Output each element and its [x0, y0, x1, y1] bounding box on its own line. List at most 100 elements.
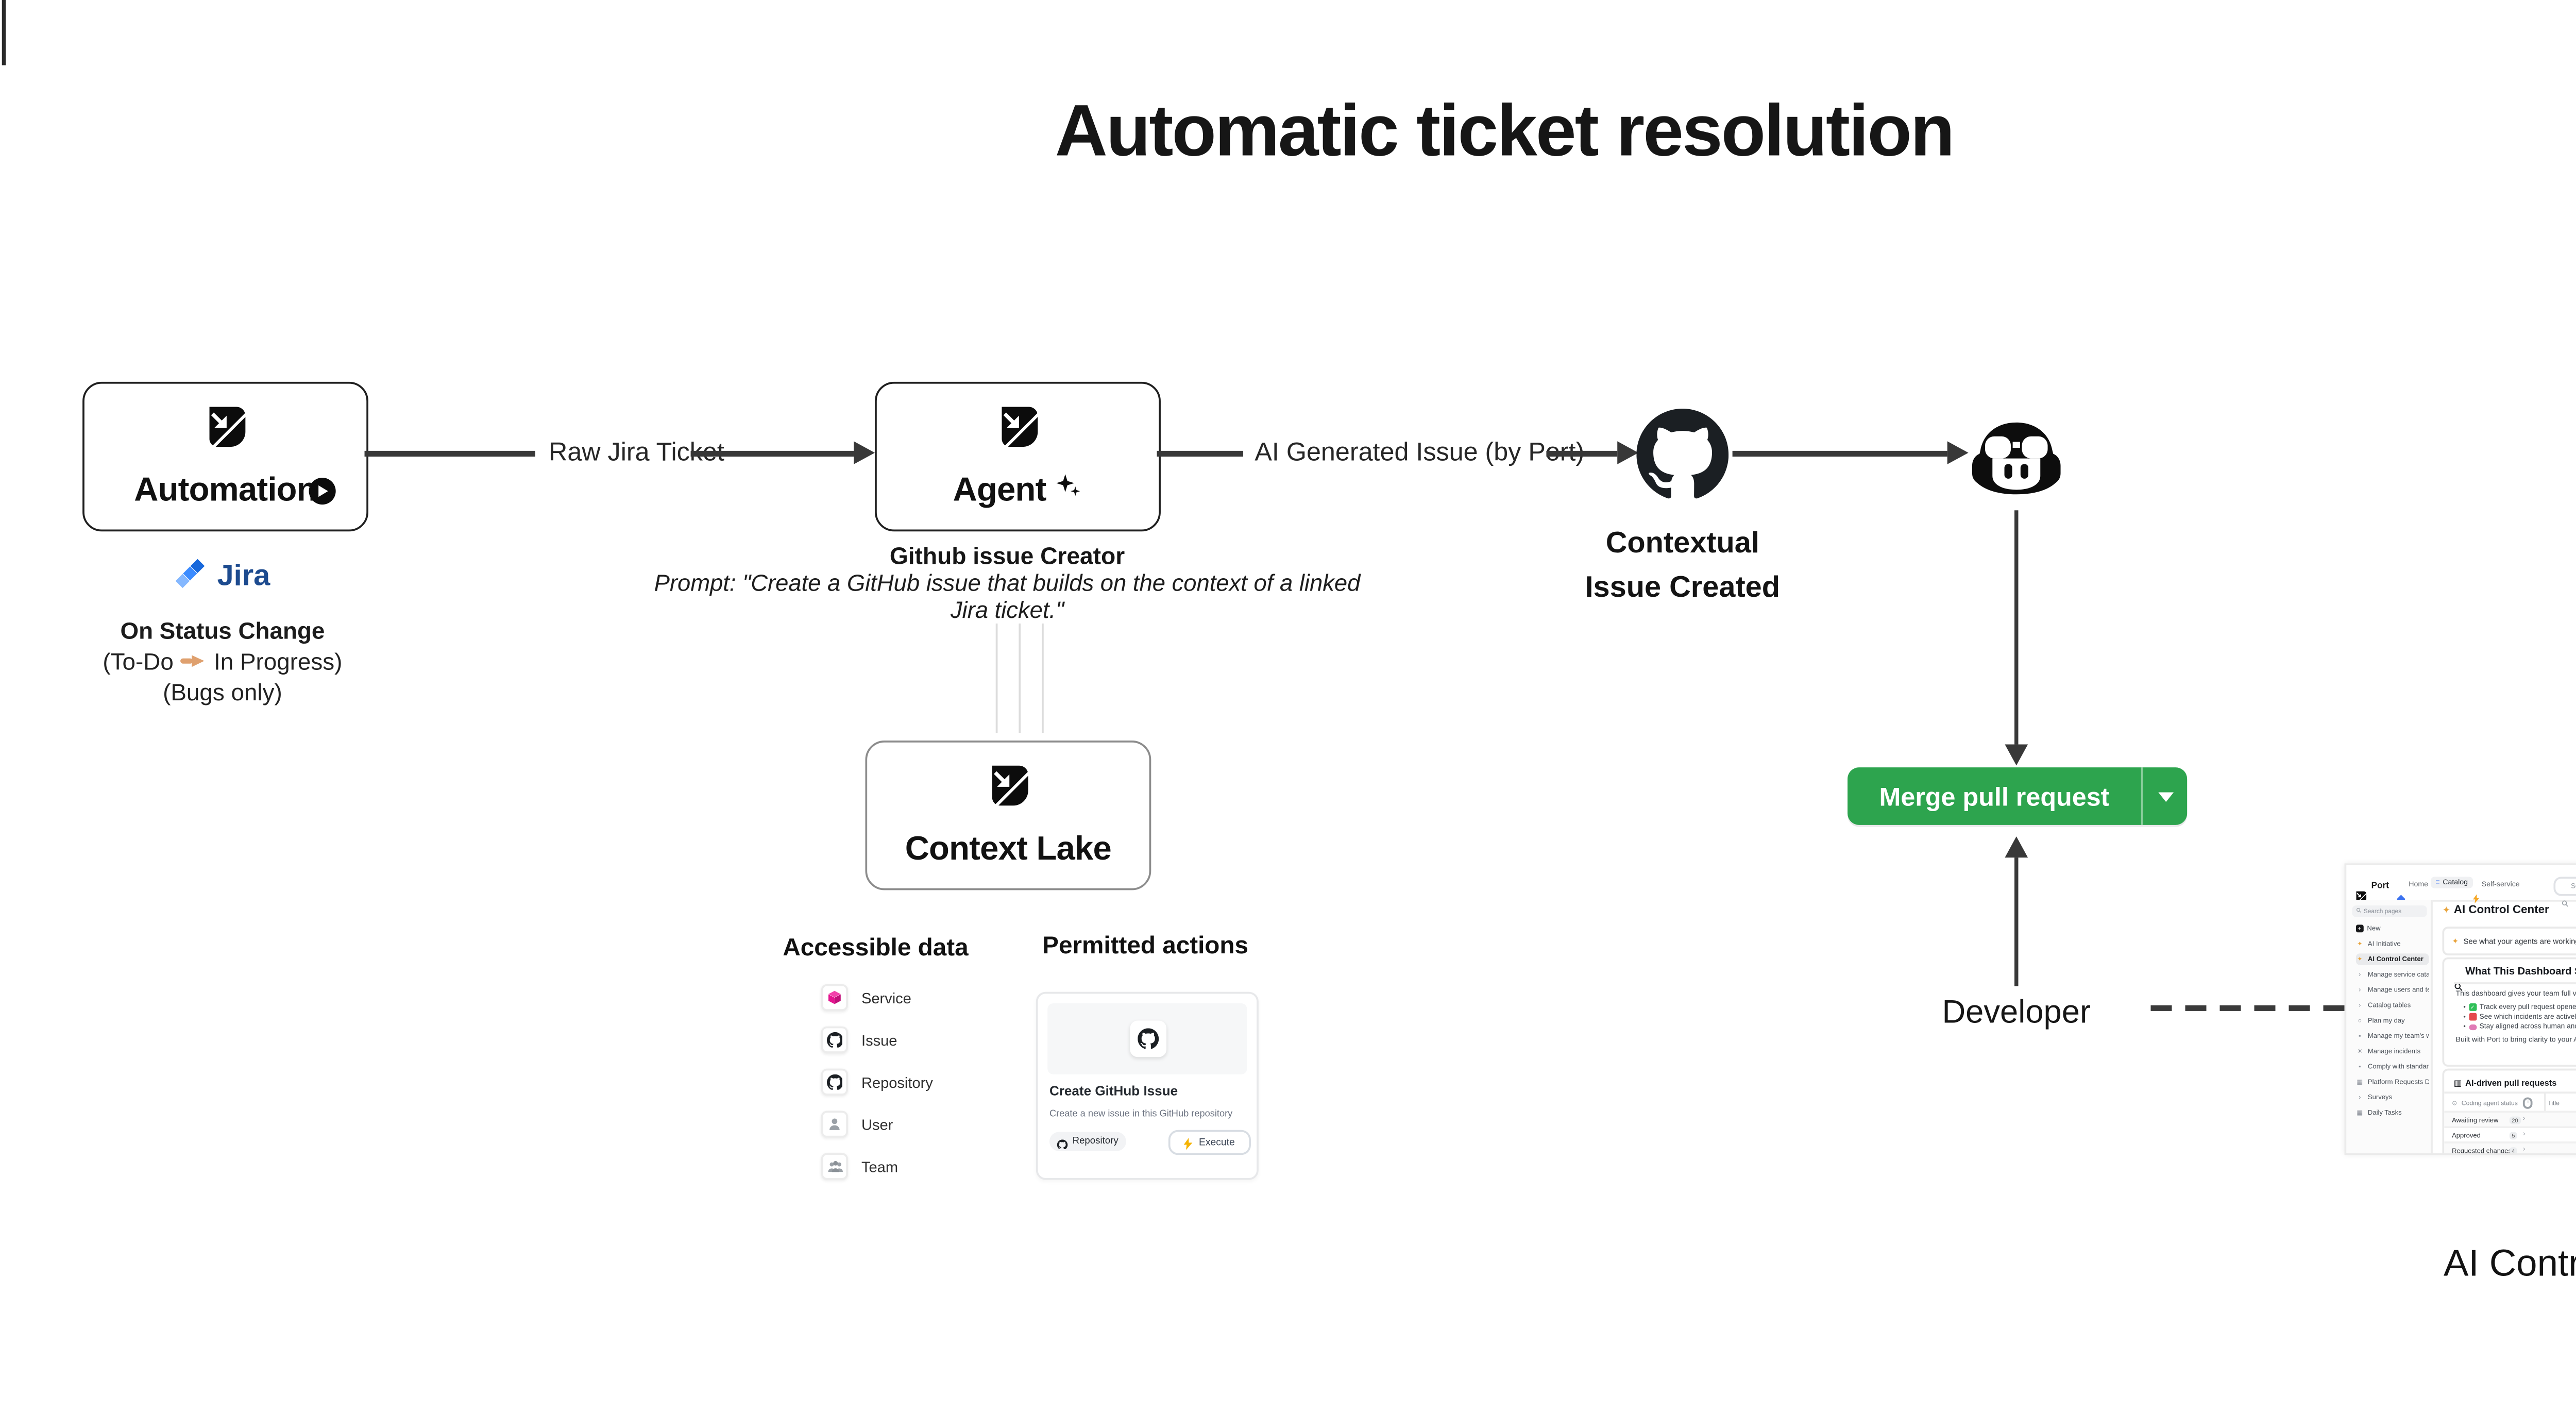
count-badge: 5	[2509, 1131, 2517, 1140]
agent-name: Github issue Creator	[889, 543, 1125, 570]
sidebar-item-ai-control-center: ✦AI Control Center	[2355, 952, 2429, 964]
arrowhead	[2004, 744, 2027, 766]
chevron-right-icon: ›	[2359, 1092, 2361, 1101]
edge-copilot-merge-line	[2013, 510, 2019, 745]
sparkle-icon: ✦	[2452, 935, 2459, 946]
jira-wordmark: Jira	[217, 560, 270, 593]
github-icon	[1057, 1124, 1068, 1159]
chevron-right-icon: ›	[2522, 1115, 2526, 1123]
info-icon: i	[2522, 1098, 2533, 1108]
dashboard-info-card: What This Dashboard Shows This dashboard…	[2442, 956, 2576, 1066]
col-title: Title	[2548, 1098, 2560, 1106]
bullet-2: • See which incidents are actively being…	[2463, 1013, 2576, 1021]
grid-icon: ▦	[2357, 1107, 2363, 1116]
page-title: Automatic ticket resolution	[1055, 92, 1955, 173]
port-logo-icon	[984, 762, 1032, 819]
sidebar-item-daily-tasks: ▦Daily Tasks	[2357, 1107, 2402, 1116]
agents-banner-card: ✦ See what your agents are working on	[2442, 927, 2576, 955]
node-context-lake: Context Lake	[865, 741, 1151, 890]
thumb-sidebar: Search pages +New ✦AI Initiative ✦AI Con…	[2346, 900, 2433, 1153]
accessible-data-heading: Accessible data	[783, 932, 969, 962]
sparkle-icon: ✦	[2357, 940, 2363, 948]
people-icon: ▪	[2359, 1031, 2361, 1039]
agent-prompt: Prompt: "Create a GitHub issue that buil…	[654, 569, 1361, 624]
pointing-hand-icon	[181, 648, 206, 675]
table-title: AI-driven pull requests	[2465, 1077, 2557, 1087]
table-icon: ▥	[2453, 1077, 2462, 1087]
merge-button-label[interactable]: Merge pull request	[1879, 782, 2110, 811]
sidebar-item-manage-incidents: ☀Manage incidents	[2357, 1046, 2421, 1054]
chevron-right-icon: ›	[2359, 985, 2361, 993]
thumb-topbar: Port Home ≡ Catalog Self-service Search …	[2346, 871, 2576, 906]
arrowhead	[2004, 836, 2027, 858]
card-intro: This dashboard gives your team full visi…	[2455, 989, 2576, 998]
ai-control-center-screenshot: Port Home ≡ Catalog Self-service Search …	[2344, 863, 2576, 1155]
merge-pull-request-button[interactable]: Merge pull request	[1848, 767, 2188, 825]
developer-label: Developer	[1942, 994, 2091, 1031]
trigger-line2-suffix: In Progress)	[214, 648, 343, 676]
brain-icon	[2469, 1023, 2476, 1031]
plus-icon: +	[2355, 924, 2363, 932]
agent-label: Agent	[953, 470, 1047, 509]
github-icon	[821, 1068, 848, 1096]
sidebar-item-manage-team-work: ▪Manage my team's w...	[2356, 1029, 2429, 1040]
divider	[2444, 1091, 2576, 1093]
jira-logo-icon	[175, 557, 208, 599]
arrowhead	[1947, 441, 1969, 464]
sparkle-icon: ✦	[2357, 954, 2363, 962]
team-icon	[821, 1153, 848, 1180]
target-icon: ○	[2358, 1016, 2362, 1024]
pull-requests-card: ▥ AI-driven pull requests ⊙ Coding agent…	[2442, 1068, 2576, 1153]
sidebar-item-ai-initiative: ✦AI Initiative	[2356, 938, 2429, 949]
list-item-issue: Issue	[821, 1026, 897, 1053]
merge-options-caret-button[interactable]	[2141, 767, 2187, 825]
trigger-line1: On Status Change	[120, 617, 325, 645]
table-row: Awaiting review 20 ›	[2444, 1110, 2576, 1128]
sidebar-item-manage-users-teams: ›Manage users and teams	[2356, 983, 2429, 995]
search-icon	[2560, 882, 2568, 917]
node-agent: Agent	[875, 381, 1161, 532]
port-logo-icon	[201, 403, 250, 461]
grid-icon: ▦	[2357, 1077, 2363, 1085]
edge-raw-jira-line-right	[690, 450, 854, 457]
bullet-1: •✓ Track every pull request opened or mo…	[2463, 1003, 2576, 1011]
alert-icon	[2469, 1014, 2476, 1021]
sidebar-item-platform-requests: ▦Platform Requests Da...	[2357, 1077, 2429, 1085]
chevron-down-icon	[2157, 791, 2173, 801]
github-caption-2: Issue Created	[1585, 571, 1781, 604]
lightning-bolt-icon	[1184, 1125, 1193, 1159]
github-icon	[1130, 1020, 1167, 1057]
sparkle-icon: ✦	[2442, 905, 2451, 917]
edge-ai-issue-line-left	[1157, 450, 1247, 457]
edge-ai-issue-line-right	[1546, 450, 1618, 457]
chevron-right-icon: ›	[2359, 969, 2361, 978]
bullet-3: • Stay aligned across human and AI contr…	[2463, 1023, 2576, 1031]
thumb-nav-home: Home	[2409, 880, 2429, 888]
sidebar-item-comply-standards: ▪Comply with standar...	[2356, 1060, 2429, 1071]
chevron-right-icon: ›	[2522, 1130, 2526, 1138]
list-item-service: Service	[821, 984, 911, 1011]
column-sort-icon: ⊙	[2452, 1098, 2458, 1106]
github-octocat-icon	[1636, 408, 1729, 510]
connector-line	[1042, 623, 1045, 733]
trigger-line3: (Bugs only)	[163, 679, 282, 707]
edge-developer-merge-line	[2013, 858, 2019, 986]
node-automation: Automation	[82, 381, 368, 532]
trigger-line2-prefix: (To-Do	[103, 648, 174, 676]
list-item-repository: Repository	[821, 1068, 933, 1096]
sidebar-item-new: +New	[2355, 923, 2429, 934]
execute-button[interactable]: Execute	[1168, 1130, 1251, 1155]
check-icon: ✓	[2469, 1003, 2476, 1011]
thumb-nav-self-service: Self-service	[2481, 880, 2520, 888]
thumb-sidebar-search: Search pages	[2352, 904, 2426, 917]
count-badge: 20	[2509, 1115, 2521, 1125]
copilot-robot-icon	[1970, 418, 2062, 505]
table-row: Requested changes 4 ›	[2444, 1140, 2576, 1153]
list-icon: ≡	[2435, 879, 2440, 887]
edge-raw-jira-line-left	[364, 450, 535, 457]
connector-line	[1019, 623, 1022, 733]
magnifier-icon	[2454, 967, 2463, 1001]
action-title: Create GitHub Issue	[1049, 1086, 1178, 1100]
execute-label: Execute	[1198, 1136, 1235, 1149]
